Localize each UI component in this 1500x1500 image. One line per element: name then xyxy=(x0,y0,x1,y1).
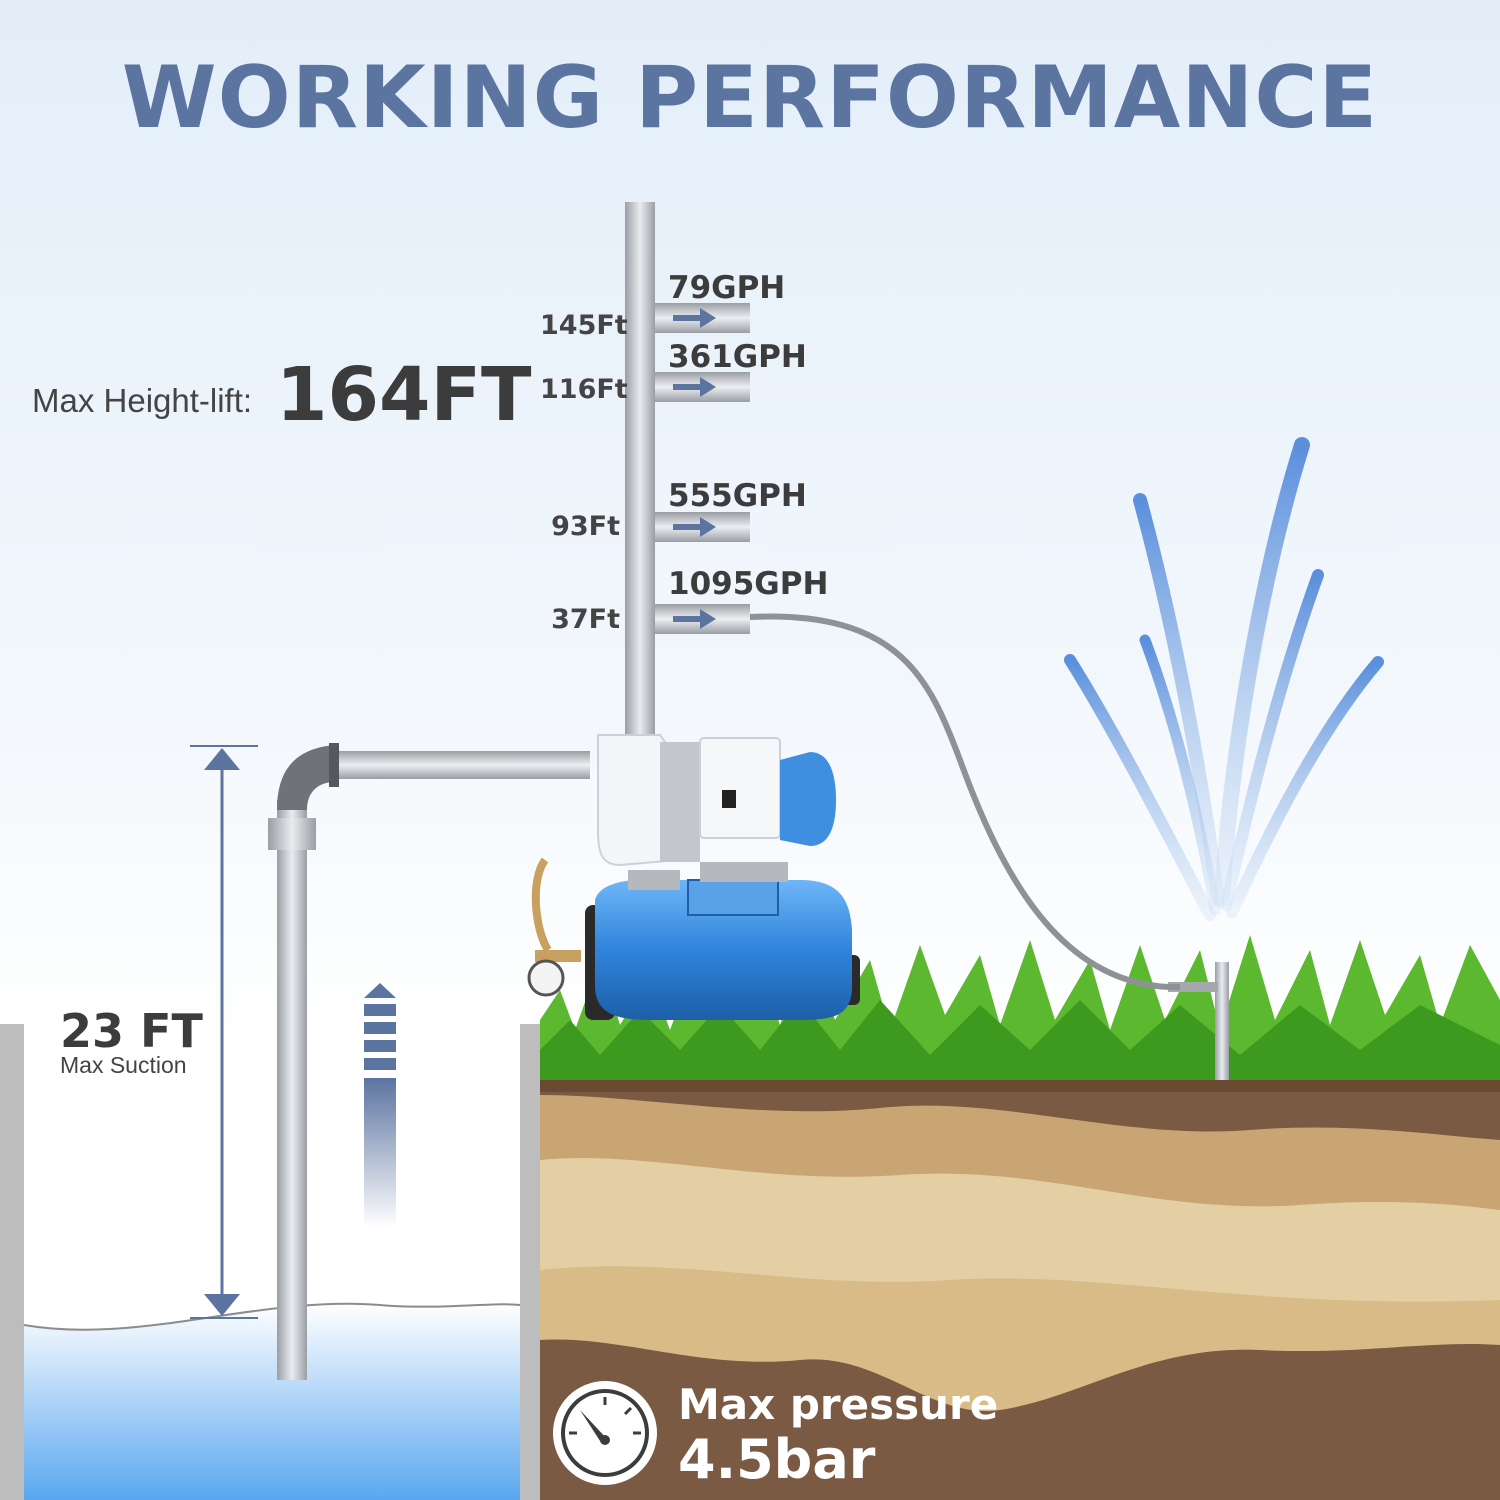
outlet-flow-label: 1095GPH xyxy=(668,566,829,602)
well xyxy=(0,1024,540,1500)
sprinkler-tee xyxy=(1168,982,1218,992)
max-pressure-label: Max pressure xyxy=(678,1380,999,1429)
soil-layers xyxy=(540,1078,1500,1500)
vertical-riser-pipe xyxy=(625,202,655,762)
grass xyxy=(540,935,1500,1080)
outlet-stubs xyxy=(655,303,750,634)
outlet-flow-label: 361GPH xyxy=(668,339,807,375)
outlet-height-label: 145Ft xyxy=(540,310,628,341)
arrow-right-icon xyxy=(673,308,716,629)
outlet-height-label: 93Ft xyxy=(551,511,620,542)
outlet-height-label: 37Ft xyxy=(551,604,620,635)
suction-pipe-elbow xyxy=(277,745,335,810)
double-arrow-icon xyxy=(190,745,258,1319)
suction-pipe-flange xyxy=(329,743,339,787)
suction-pipe-horizontal xyxy=(335,751,590,779)
outlet-flow-label: 555GPH xyxy=(668,478,807,514)
suction-pipe-vertical xyxy=(277,800,307,1380)
gauge-icon xyxy=(553,1381,657,1485)
outlet-height-label: 116Ft xyxy=(540,374,628,405)
max-lift-value: 164FT xyxy=(276,352,532,438)
suction-pipe-collar xyxy=(268,818,316,850)
max-suction-label: Max Suction xyxy=(60,1052,187,1078)
sprinkler-riser xyxy=(1215,962,1229,1080)
sprinkler-spray xyxy=(1064,437,1384,921)
up-arrow-icon xyxy=(364,983,396,1228)
garden-hose xyxy=(749,613,1181,991)
outlet-flow-label: 79GPH xyxy=(668,270,786,306)
max-lift-label: Max Height-lift: xyxy=(32,382,253,419)
pump-unit xyxy=(527,734,860,1020)
max-suction-value: 23 FT xyxy=(60,1004,203,1058)
max-pressure-value: 4.5bar xyxy=(678,1428,876,1491)
page-title: WORKING PERFORMANCE xyxy=(121,48,1379,148)
